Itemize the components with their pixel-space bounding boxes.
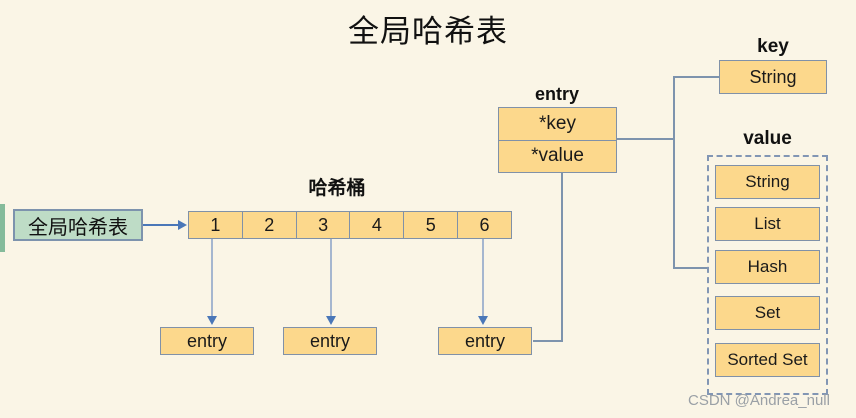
entry-box-3: entry (438, 327, 532, 355)
arrow-down-icon (478, 316, 488, 325)
bucket3-drop-line (330, 239, 332, 316)
entry-value-row: *value (531, 145, 584, 167)
value-type-string-box: String (715, 165, 820, 199)
bucket-cell-6: 6 (457, 212, 511, 238)
arrow-down-icon (207, 316, 217, 325)
left-edge-strip (0, 204, 5, 252)
entry-box-1: entry (160, 327, 254, 355)
value-type-set-box: Set (715, 296, 820, 330)
value-type-sortedset-box: Sorted Set (715, 343, 820, 377)
arrow-down-icon (326, 316, 336, 325)
key-section-label: key (757, 36, 789, 57)
bucket-label: 哈希桶 (308, 178, 366, 199)
branch-to-value-line (674, 267, 707, 269)
key-type-string-box: String (719, 60, 827, 94)
bucket-cell-4: 4 (349, 212, 403, 238)
arrow-right-icon (178, 220, 187, 230)
value-types-group: String List Hash Set Sorted Set (707, 155, 828, 395)
value-type-list-box: List (715, 207, 820, 241)
branch-vertical-line (673, 76, 675, 269)
bucket-cell-3: 3 (295, 212, 350, 238)
hash-table-to-bucket-line (143, 224, 179, 226)
branch-to-key-line (674, 76, 719, 78)
entry-box-2: entry (283, 327, 377, 355)
entry-detail-label: entry (534, 84, 579, 104)
entry-detail-box: *key *value (498, 107, 617, 173)
entry-to-branch-line (617, 138, 674, 140)
value-section-label: value (743, 128, 792, 149)
entry3-to-detail-horizontal-line (533, 340, 562, 342)
page-title: 全局哈希表 (348, 14, 508, 49)
bucket-cell-2: 2 (241, 212, 296, 238)
bucket6-drop-line (482, 239, 484, 316)
entry3-to-detail-vertical-line (561, 173, 563, 342)
hash-bucket-row: 1 2 3 4 5 6 (188, 211, 512, 239)
bucket-cell-1: 1 (210, 214, 221, 235)
bucket1-drop-line (211, 239, 213, 316)
entry-key-row: *key (499, 108, 616, 141)
global-hash-table-label: 全局哈希表 (28, 216, 128, 239)
global-hash-table-box: 全局哈希表 (13, 209, 143, 241)
value-type-hash-box: Hash (715, 250, 820, 284)
bucket-cell-5: 5 (403, 212, 457, 238)
watermark: CSDN @Andrea_null (688, 392, 830, 409)
